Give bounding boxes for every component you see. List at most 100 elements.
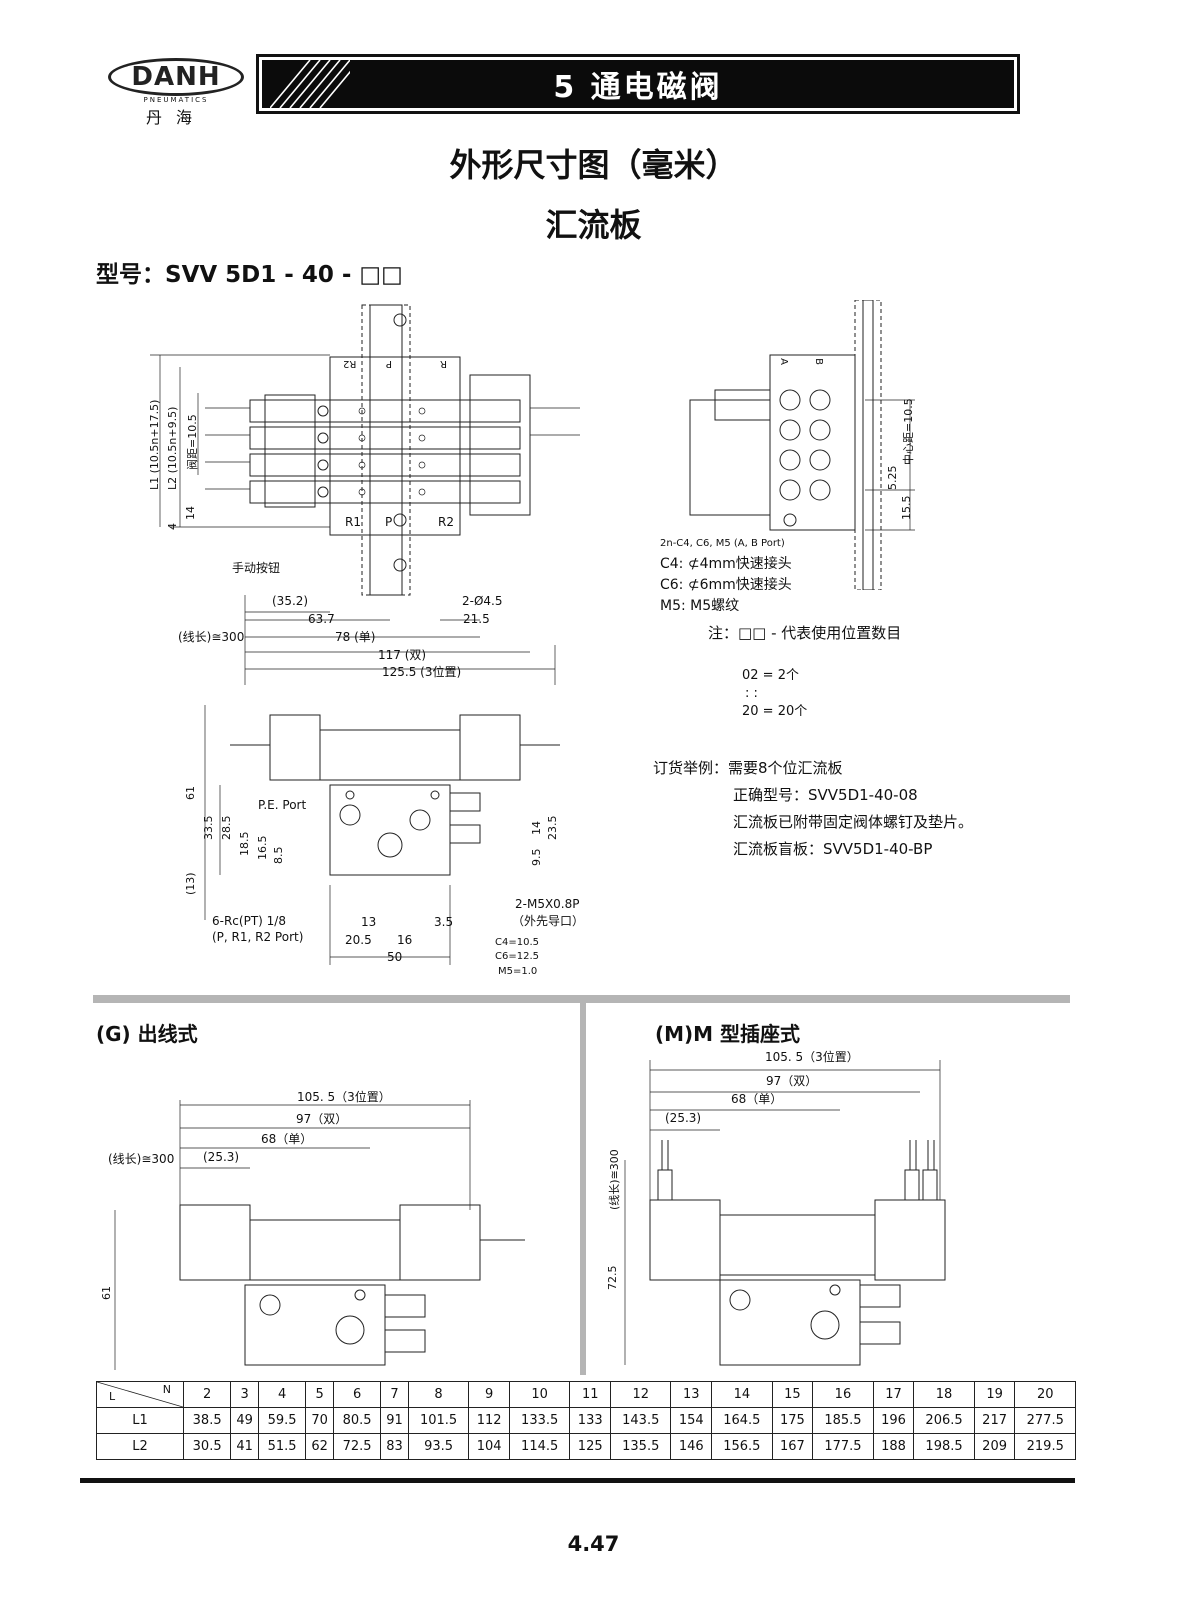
top-view-drawing	[150, 304, 580, 685]
table-cell: 112	[468, 1407, 510, 1434]
dim-33-5: 33.5	[202, 815, 215, 841]
n-cell: 2	[182, 1381, 232, 1408]
position-note: 注：□□ - 代表使用位置数目	[708, 624, 902, 642]
table-cell: 164.5	[711, 1407, 773, 1434]
note-line-1: 02 = 2个	[742, 668, 799, 683]
c4-dim: C4=10.5	[495, 937, 539, 948]
row-label: L1	[96, 1407, 184, 1434]
dim-35-2: (35.2)	[272, 594, 309, 608]
rc-port-label: 6-Rc(PT) 1/8	[212, 914, 286, 928]
order-example-2: 汇流板已附带固定阀体螺钉及垫片。	[733, 813, 974, 831]
n-cell: 8	[407, 1381, 470, 1408]
side-view-drawing	[689, 300, 915, 590]
dim-117: 117 (双)	[378, 648, 427, 662]
port-r2-top: R2	[343, 358, 357, 369]
port-p-top: P	[386, 358, 393, 369]
m-dim-72-5: 72.5	[606, 1265, 619, 1291]
n-cell: 9	[468, 1381, 510, 1408]
dim-5-25: 5.25	[886, 465, 899, 491]
note-line-3: 20 = 20个	[742, 704, 808, 719]
table-cell: 198.5	[913, 1433, 975, 1460]
n-cell: 7	[380, 1381, 409, 1408]
n-cell: 17	[872, 1381, 915, 1408]
table-cell: 135.5	[610, 1433, 672, 1460]
order-example-1: 正确型号：SVV5D1-40-08	[733, 786, 918, 804]
order-example-title: 订货举例：需要8个位汇流板	[653, 759, 843, 777]
manual-button-label: 手动按钮	[232, 561, 281, 575]
dim-16-5: 16.5	[256, 835, 269, 861]
wire-length: (线长)≅300	[178, 630, 245, 644]
corner-l: L	[109, 1390, 116, 1403]
table-cell: 206.5	[913, 1407, 975, 1434]
m-dim-97: 97（双）	[766, 1074, 818, 1088]
n-cell: 6	[332, 1381, 382, 1408]
dim-9-5: 9.5	[530, 848, 543, 867]
length-table: L N 2 3 4 5 6 7 8 9 10 11 12 13 14 15 16…	[96, 1381, 1076, 1460]
page-title: 外形尺寸图（毫米）	[449, 146, 738, 184]
n-cell: 4	[257, 1381, 307, 1408]
c6-label: C6: ⊄6mm快速接头	[660, 577, 792, 593]
port-p: P	[385, 515, 393, 529]
table-cell: 146	[670, 1433, 713, 1460]
n-cell: 20	[1014, 1381, 1076, 1408]
pe-port-label: P.E. Port	[258, 798, 307, 812]
dim-pitch: 阀距=10.5	[186, 414, 199, 470]
section-g-title: (G) 出线式	[96, 1022, 198, 1046]
table-cell: 101.5	[407, 1407, 470, 1434]
table-cell: 196	[872, 1407, 915, 1434]
dim-13-paren: (13)	[184, 872, 197, 895]
m-type-drawing	[624, 1060, 946, 1366]
port-r-top: R	[440, 358, 447, 369]
g-dim-68: 68（单）	[261, 1132, 313, 1146]
dim-hole: 2-Ø4.5	[462, 594, 503, 608]
g-type-drawing	[114, 1100, 525, 1370]
table-cell: 80.5	[332, 1407, 382, 1434]
row-label: L2	[96, 1433, 184, 1460]
dim-63-7: 63.7	[308, 612, 335, 626]
n-cell: 15	[771, 1381, 814, 1408]
section-divider	[93, 995, 1070, 1003]
table-cell: 133	[569, 1407, 612, 1434]
rc-port-sub: (P, R1, R2 Port)	[212, 930, 304, 944]
table-cell: 209	[973, 1433, 1016, 1460]
dim-20-5: 20.5	[345, 933, 372, 947]
g-wire-length: (线长)≅300	[108, 1152, 175, 1166]
dim-8-5: 8.5	[272, 846, 285, 865]
logo-subtitle: PNEUMATICS	[143, 96, 209, 104]
c6-dim: C6=12.5	[495, 951, 539, 962]
dim-l2: L2 (10.5n+9.5)	[166, 406, 179, 490]
m5-pilot-label: 2-M5X0.8P	[515, 897, 580, 911]
table-cell: 114.5	[508, 1433, 571, 1460]
dim-18-5: 18.5	[238, 831, 251, 857]
dim-4: 4	[166, 523, 179, 530]
m-dim-68: 68（单）	[731, 1092, 783, 1106]
table-cell: 51.5	[257, 1433, 307, 1460]
danh-logo: DANH PNEUMATICS 丹海	[108, 54, 246, 127]
n-cell: 14	[711, 1381, 773, 1408]
table-cell: 167	[771, 1433, 814, 1460]
table-row-l2: L2 30.5 41 51.5 62 72.5 83 93.5 104 114.…	[96, 1433, 1076, 1460]
table-cell: 72.5	[332, 1433, 382, 1460]
table-cell: 93.5	[407, 1433, 470, 1460]
dim-78: 78 (单)	[335, 630, 376, 644]
dim-16: 16	[397, 933, 413, 947]
model-number: 型号：SVV 5D1 - 40 - □□	[96, 262, 403, 288]
table-cell: 133.5	[508, 1407, 571, 1434]
table-cell: 91	[380, 1407, 409, 1434]
table-cell: 175	[771, 1407, 814, 1434]
order-example-3: 汇流板盲板：SVV5D1-40-BP	[733, 840, 933, 858]
dim-14: 14	[184, 506, 197, 520]
dim-61: 61	[184, 786, 197, 800]
dim-3-5: 3.5	[434, 915, 454, 929]
n-cell: 5	[305, 1381, 334, 1408]
front-view-drawing	[204, 705, 560, 965]
m-dim-105-5: 105. 5（3位置）	[765, 1050, 859, 1064]
table-cell: 156.5	[711, 1433, 773, 1460]
n-cell: 3	[230, 1381, 259, 1408]
table-cell: 185.5	[812, 1407, 874, 1434]
table-cell: 104	[468, 1433, 510, 1460]
table-cell: 188	[872, 1433, 915, 1460]
dim-l1: L1 (10.5n+17.5)	[148, 399, 161, 490]
table-cell: 62	[305, 1433, 334, 1460]
chapter-banner: 5 通电磁阀	[256, 54, 1020, 114]
